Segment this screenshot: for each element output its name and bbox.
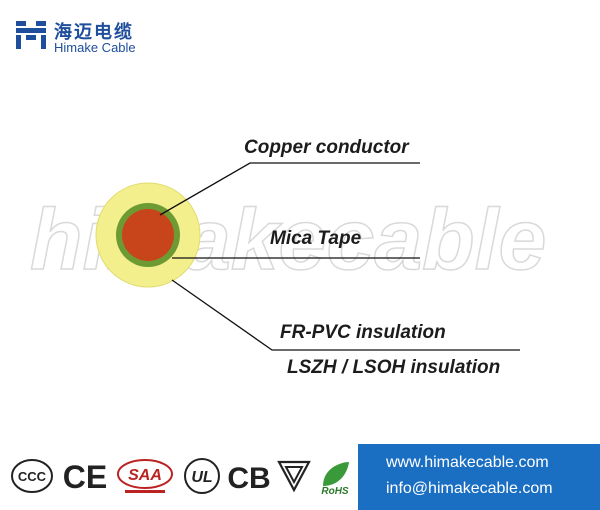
ce-icon: CE — [62, 453, 108, 499]
rohs-icon: RoHS — [314, 453, 356, 499]
svg-text:RoHS: RoHS — [321, 486, 349, 496]
website-link[interactable]: www.himakecable.com — [386, 454, 549, 471]
svg-text:CB: CB — [227, 462, 270, 494]
certification-triangle-icon — [274, 453, 314, 499]
contact-banner: www.himakecable.com info@himakecable.com — [358, 444, 600, 510]
ul-icon: UL — [180, 453, 224, 499]
label-mica-tape: Mica Tape — [270, 228, 362, 249]
svg-text:CE: CE — [63, 459, 107, 494]
cb-icon: CB — [226, 453, 272, 499]
label-lszh-insulation: LSZH / LSOH insulation — [287, 357, 501, 378]
ccc-icon: CCC — [8, 453, 56, 499]
leader-line-copper — [159, 162, 420, 216]
brand-logo: 海迈电缆 Himake Cable — [14, 18, 154, 58]
svg-text:SAA: SAA — [128, 467, 162, 484]
cable-cross-section-diagram — [95, 162, 520, 351]
leader-line-insulation — [171, 279, 520, 351]
label-copper-conductor: Copper conductor — [244, 137, 409, 158]
brand-name-en: Himake Cable — [54, 40, 136, 55]
svg-text:CCC: CCC — [18, 469, 47, 484]
copper-conductor-core — [122, 209, 174, 261]
label-frpvc-insulation: FR-PVC insulation — [280, 322, 446, 343]
certification-marks: CCC CE SAA UL CB RoHS — [8, 453, 358, 499]
brand-name-cn: 海迈电缆 — [54, 22, 134, 42]
email-link[interactable]: info@himakecable.com — [386, 480, 553, 497]
himake-logo-icon — [16, 21, 46, 49]
svg-text:UL: UL — [191, 469, 212, 486]
saa-icon: SAA — [114, 453, 176, 499]
